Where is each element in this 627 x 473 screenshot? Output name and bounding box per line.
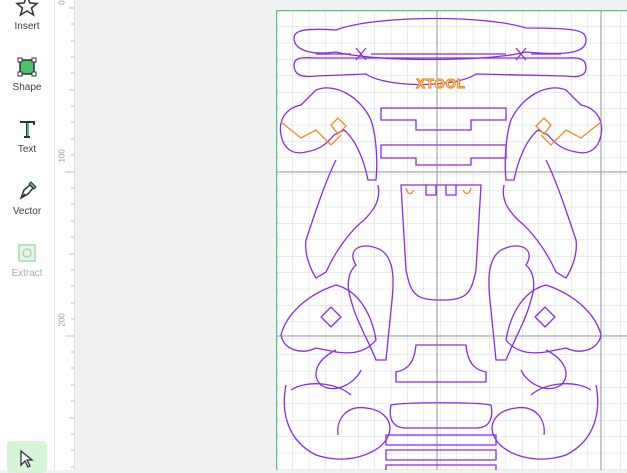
cursor-select-icon [20,449,34,468]
select-tool[interactable] [7,441,47,473]
extract-tool[interactable]: Extract [0,241,54,279]
score-paths [280,117,602,195]
pen-nib-icon [19,181,37,200]
insert-tool[interactable]: Insert [0,0,54,32]
ruler-label-200: 200 [57,313,67,327]
cut-paths [279,17,603,470]
vertical-ruler: 0 100 200 [55,0,75,470]
text-t-icon [20,121,35,138]
ruler-label-100: 100 [57,149,67,163]
shape-label: Shape [12,82,42,93]
text-label: Text [17,144,37,155]
vector-tool[interactable]: Vector [0,179,54,217]
vector-label: Vector [12,206,42,217]
xtool-logo-text: XTOOL [416,76,466,91]
extract-label: Extract [11,268,43,279]
left-toolbar: Insert Shape Text Vector Extract [0,0,55,473]
material-board[interactable]: XTOOL [276,10,627,470]
board-major-grid [276,10,627,470]
extract-image-icon [18,244,36,262]
ruler-label-0: 0 [57,0,67,5]
board-grid [276,10,627,470]
shape-tool[interactable]: Shape [0,55,54,93]
insert-label: Insert [14,21,40,32]
ruler-ticks [65,7,74,468]
text-tool[interactable]: Text [0,117,54,155]
star-icon [15,0,39,17]
shape-icon [17,57,37,77]
